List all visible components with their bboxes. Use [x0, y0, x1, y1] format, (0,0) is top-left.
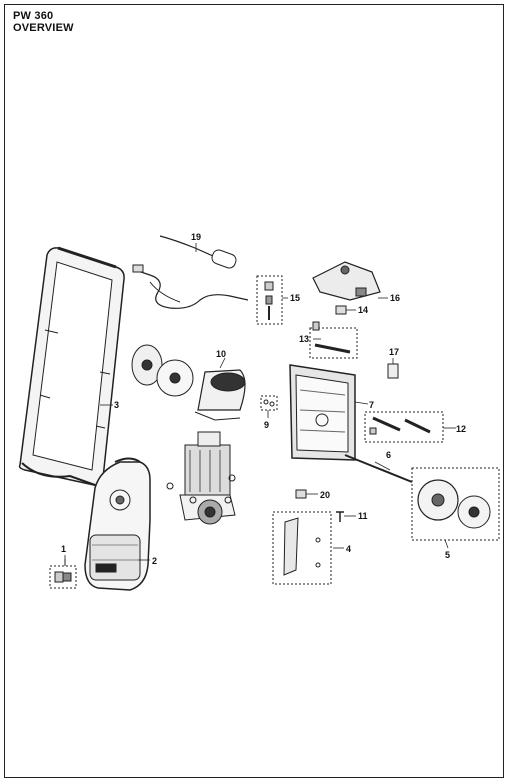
- bracket-clip-part: [387, 363, 399, 379]
- callout-9: 9: [264, 420, 269, 430]
- callout-7: 7: [369, 400, 374, 410]
- handle-frame-part: [18, 246, 125, 487]
- callout-16: 16: [390, 293, 400, 303]
- valve-assembly-part: [256, 275, 283, 325]
- lance-holder-part: [272, 511, 332, 585]
- callout-12: 12: [456, 424, 466, 434]
- inlet-coupling-part: [49, 559, 77, 589]
- hose-connector-part: [309, 321, 358, 359]
- callout-19: 19: [191, 232, 201, 242]
- small-clip-part: [335, 305, 347, 315]
- motor-fan-part: [131, 344, 246, 421]
- wheel-set-part: [411, 467, 500, 541]
- callout-20: 20: [320, 490, 330, 500]
- callout-17: 17: [389, 347, 399, 357]
- callout-6: 6: [386, 450, 391, 460]
- callout-13: 13: [299, 334, 309, 344]
- page-title: PW 360 OVERVIEW: [13, 10, 74, 34]
- main-housing-part: [84, 457, 151, 591]
- clip-part: [295, 489, 307, 499]
- chassis-part: [289, 364, 356, 461]
- axle-part: [344, 454, 413, 483]
- callout-4: 4: [346, 544, 351, 554]
- leader-lines: [64, 243, 456, 566]
- callout-2: 2: [152, 556, 157, 566]
- hardware-kit-part: [364, 411, 444, 443]
- callout-11: 11: [358, 511, 368, 521]
- power-cord-part: [132, 235, 249, 309]
- callout-15: 15: [290, 293, 300, 303]
- pin-part: [336, 511, 344, 522]
- callout-1: 1: [61, 544, 66, 554]
- page-border: [4, 4, 504, 778]
- callout-10: 10: [216, 349, 226, 359]
- pump-motor-assembly-part: [166, 431, 236, 525]
- top-bracket-part: [312, 261, 381, 301]
- screw-set-part: [260, 395, 278, 411]
- callout-14: 14: [358, 305, 368, 315]
- model-name: PW 360: [13, 10, 54, 22]
- callout-5: 5: [445, 550, 450, 560]
- section-name: OVERVIEW: [13, 22, 74, 34]
- callout-3: 3: [114, 400, 119, 410]
